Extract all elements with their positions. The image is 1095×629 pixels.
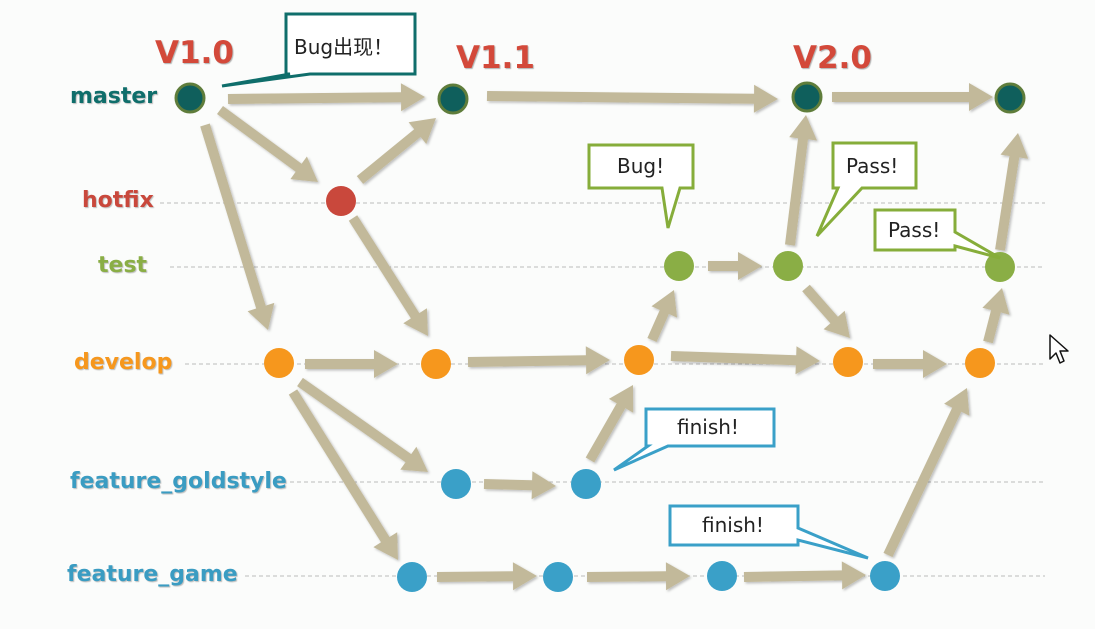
- callout-finish-game: finish!: [702, 513, 764, 537]
- commit-node-develop: [965, 348, 995, 378]
- commit-node-feature: [571, 469, 601, 499]
- commit-node-master: [437, 83, 469, 115]
- branch-label-feature-game: feature_game: [67, 562, 238, 587]
- flow-arrow: [348, 215, 428, 336]
- flow-arrow: [305, 350, 398, 378]
- branch-label-feature-goldstyle: feature_goldstyle: [70, 469, 287, 494]
- commit-node-feature: [707, 561, 737, 591]
- flow-arrow: [743, 561, 866, 590]
- commit-node-feature: [870, 561, 900, 591]
- flow-arrow: [802, 284, 850, 338]
- commit-node-test: [985, 252, 1015, 282]
- flow-arrow: [982, 288, 1010, 344]
- commit-node-feature: [397, 562, 427, 592]
- commit-node-develop: [421, 349, 451, 379]
- callout-bug: Bug!: [617, 154, 665, 178]
- flow-arrow: [587, 562, 690, 591]
- callout-box-finish-goldstyle: [613, 407, 776, 472]
- callout-box-finish-game: [668, 504, 869, 560]
- version-label-v1-0: V1.0: [155, 35, 234, 71]
- mouse-cursor-icon: [1049, 334, 1069, 364]
- flow-arrow: [670, 346, 820, 375]
- flow-arrow: [647, 290, 678, 342]
- commit-node-develop: [624, 345, 654, 375]
- commit-node-master: [994, 82, 1026, 114]
- branch-label-test: test: [98, 253, 148, 278]
- commit-node-test: [664, 251, 694, 281]
- callout-pass-1: Pass!: [846, 154, 899, 178]
- flow-arrow: [467, 346, 610, 375]
- callout-pass-2: Pass!: [888, 218, 941, 242]
- commit-node-hotfix: [326, 186, 356, 216]
- flow-arrow: [708, 252, 762, 280]
- commit-node-test: [773, 251, 803, 281]
- branch-label-hotfix: hotfix: [82, 188, 154, 213]
- callout-box-bug-appears: [221, 12, 417, 88]
- flow-arrow: [200, 123, 275, 330]
- flow-arrow: [873, 350, 947, 378]
- flow-arrow: [832, 83, 993, 111]
- commit-node-master: [174, 82, 206, 114]
- flow-arrow: [297, 377, 428, 472]
- version-label-v1-1: V1.1: [456, 40, 535, 76]
- flow-arrow: [288, 389, 398, 560]
- flow-arrow: [227, 83, 425, 112]
- flow-arrow: [356, 118, 436, 184]
- flow-arrow: [437, 562, 537, 591]
- commit-node-feature: [441, 469, 471, 499]
- branch-label-develop: develop: [74, 350, 173, 375]
- flow-arrow: [785, 115, 817, 246]
- flow-arrow: [217, 106, 318, 182]
- flow-arrow: [995, 133, 1029, 251]
- callout-bug-appears: Bug出现！: [294, 35, 394, 59]
- commit-node-develop: [264, 348, 294, 378]
- flow-arrow: [585, 385, 634, 463]
- version-label-v2-0: V2.0: [793, 40, 872, 76]
- callout-box-bug: [587, 143, 695, 229]
- callout-box-pass-1: [815, 141, 918, 238]
- commit-node-develop: [833, 347, 863, 377]
- commit-node-master: [791, 81, 823, 113]
- callout-box-pass-2: [873, 208, 1001, 260]
- callout-finish-goldstyle: finish!: [677, 415, 739, 439]
- flow-arrow: [483, 471, 556, 500]
- flow-arrow: [883, 388, 970, 558]
- branch-label-master: master: [70, 84, 158, 109]
- commit-node-feature: [543, 562, 573, 592]
- flow-arrow: [486, 84, 778, 113]
